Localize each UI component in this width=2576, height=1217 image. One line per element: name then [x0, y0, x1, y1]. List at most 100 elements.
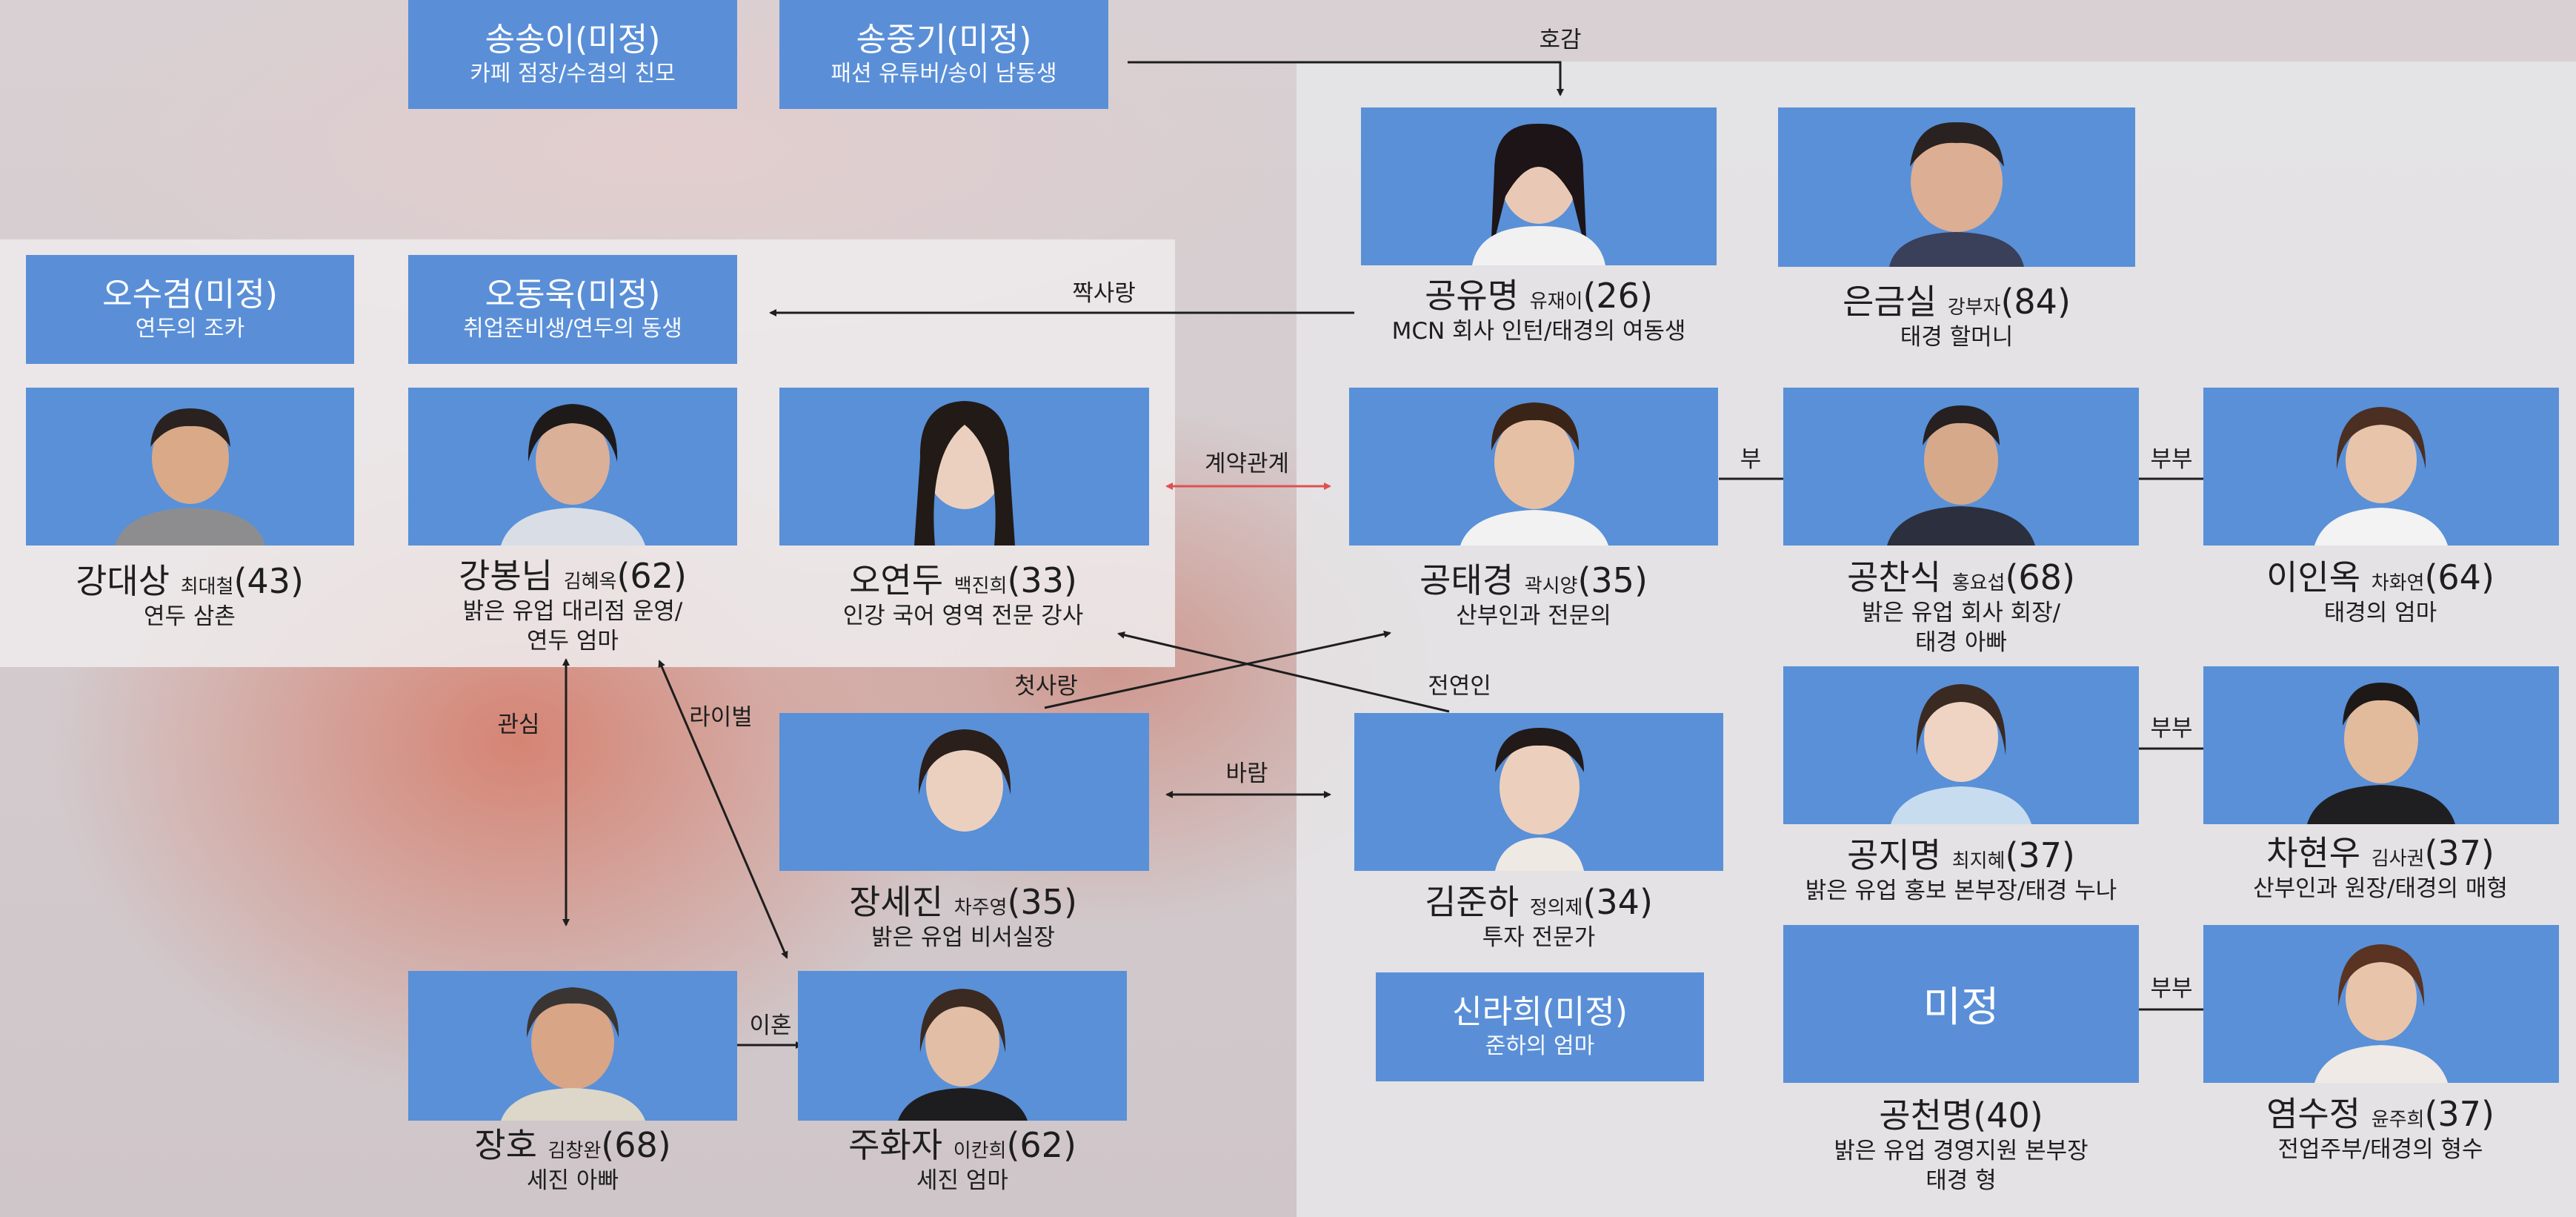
photo-gongtaegyeong: [1349, 388, 1718, 546]
photo-eungeumsil: [1778, 107, 2135, 267]
portrait-icon: [1472, 123, 1605, 265]
tag-name: 신라희(미정): [1452, 993, 1628, 1032]
person-age: (64): [2424, 557, 2495, 597]
actor-name: 최지혜: [1951, 850, 2006, 872]
person-name: 차현우: [2266, 833, 2361, 873]
photo-juhwaja: [798, 971, 1127, 1121]
photo-jangho: [408, 971, 737, 1121]
person-name: 오연두: [849, 560, 944, 600]
tag-desc: 카페 점장/수겸의 친모: [470, 61, 676, 87]
person-age: (35): [1577, 560, 1648, 600]
photo-kangbongnim: [408, 388, 737, 546]
person-name: 주화자: [848, 1125, 943, 1165]
person-desc: 밝은 유업 홍보 본부장/태경 누나: [1805, 878, 2117, 905]
person-name: 강대상: [76, 561, 170, 601]
portrait-icon: [2307, 683, 2455, 824]
actor-name: 차화연: [2371, 572, 2425, 594]
person-age: (35): [1007, 882, 1077, 922]
caption-gongjimyeong: 공지명 최지혜(37) 밝은 유업 홍보 본부장/태경 누나: [1805, 835, 2117, 906]
undecided-photo-label: 미정: [1923, 984, 2000, 1032]
person-desc: 산부인과 원장/태경의 매형: [2253, 875, 2508, 903]
relation-label-raibeol: 라이벌: [689, 704, 753, 731]
person-name: 공유명: [1425, 276, 1520, 316]
person-name: 강봉님: [459, 556, 553, 596]
caption-gongyumyeong: 공유명 유재이(26) MCN 회사 인턴/태경의 여동생: [1392, 276, 1686, 346]
actor-name: 최대철: [180, 576, 234, 598]
actor-name: 김혜옥: [563, 571, 617, 593]
tag-desc: 연두의 조카: [135, 316, 245, 342]
relation-label-hogam: 호감: [1539, 27, 1582, 53]
tag-odongwook: 오동욱(미정) 취업준비생/연두의 동생: [408, 255, 737, 364]
caption-kimjunha: 김준하 정의제(34) 투자 전문가: [1425, 882, 1653, 952]
person-desc-2: 태경 형: [1926, 1167, 1997, 1195]
portrait-icon: [898, 989, 1028, 1121]
person-desc: 연두 삼촌: [144, 603, 236, 631]
person-name: 장세진: [849, 882, 944, 922]
tag-shinrahee: 신라희(미정) 준하의 엄마: [1376, 972, 1704, 1081]
tag-desc: 취업준비생/연두의 동생: [463, 316, 682, 342]
photo-jangsejin: [779, 713, 1149, 871]
caption-gongchansik: 공찬식 홍요섭(68) 밝은 유업 회사 회장/ 태경 아빠: [1847, 557, 2075, 658]
portrait-icon: [914, 401, 1015, 546]
caption-oyeondu: 오연두 백진희(33) 인강 국어 영역 전문 강사: [843, 560, 1084, 631]
person-desc: MCN 회사 인턴/태경의 여동생: [1391, 318, 1686, 345]
person-desc: 밝은 유업 비서실장: [871, 924, 1055, 952]
relation-label-jeonyeonin: 전연인: [1428, 673, 1491, 700]
person-desc-2: 태경 아빠: [1915, 629, 2007, 657]
relation-label-bubu2: 부부: [2150, 715, 2193, 742]
person-name: 공천명: [1879, 1095, 1974, 1135]
actor-name: 홍요섭: [1951, 572, 2006, 594]
photo-kimjunha: [1354, 713, 1723, 871]
photo-gongcheonmyeong: 미정: [1783, 925, 2139, 1083]
person-age: (43): [233, 561, 304, 601]
relation-label-bubu3: 부부: [2150, 975, 2193, 1002]
portrait-icon: [115, 408, 265, 546]
tag-songjung: 송중기(미정) 패션 유튜버/송이 남동생: [779, 0, 1108, 109]
actor-name: 강부자: [1947, 296, 2001, 319]
portrait-icon: [2314, 944, 2448, 1083]
person-desc: 인강 국어 영역 전문 강사: [842, 603, 1084, 630]
relation-label-bubu1: 부부: [2150, 446, 2193, 473]
relation-label-jjaksarang: 짝사랑: [1072, 280, 1136, 307]
person-age: (62): [616, 556, 687, 596]
actor-name: 정의제: [1529, 897, 1583, 919]
person-age: (34): [1582, 882, 1653, 922]
person-name: 염수정: [2266, 1094, 2361, 1134]
person-age: (40): [1973, 1095, 2043, 1135]
tag-name: 송중기(미정): [856, 21, 1032, 59]
caption-chahyunwoo: 차현우 김사권(37) 산부인과 원장/태경의 매형: [2253, 833, 2508, 903]
relation-label-baram: 바람: [1225, 760, 1268, 787]
tag-name: 송송이(미정): [485, 21, 661, 59]
photo-yeomsujeong: [2203, 925, 2559, 1083]
tag-name: 오수겸(미정): [102, 276, 278, 314]
person-name: 공태경: [1420, 560, 1514, 600]
caption-yeomsujeong: 염수정 윤주희(37) 전업주부/태경의 형수: [2266, 1094, 2495, 1164]
person-age: (37): [2005, 835, 2075, 875]
person-desc-2: 연두 엄마: [527, 628, 619, 655]
caption-gongtaegyeong: 공태경 곽시양(35) 산부인과 전문의: [1420, 560, 1648, 631]
relation-label-bu: 부: [1740, 446, 1762, 473]
actor-name: 이칸희: [953, 1140, 1007, 1162]
photo-leeinok: [2203, 388, 2559, 546]
relation-label-gwansim: 관심: [497, 712, 540, 738]
portrait-icon: [501, 987, 645, 1121]
person-desc: 전업주부/태경의 형수: [2277, 1136, 2483, 1164]
person-age: (33): [1007, 560, 1077, 600]
person-desc: 태경의 엄마: [2323, 600, 2437, 627]
photo-chahyunwoo: [2203, 666, 2559, 824]
portrait-icon: [1460, 402, 1608, 546]
caption-kangbongnim: 강봉님 김혜옥(62) 밝은 유업 대리점 운영/ 연두 엄마: [459, 556, 687, 657]
tag-name: 오동욱(미정): [485, 276, 661, 314]
person-desc: 밝은 유업 경영지원 본부장: [1834, 1138, 2089, 1165]
portrait-icon: [1887, 405, 2035, 546]
photo-kangdaesang: [26, 388, 354, 546]
actor-name: 곽시양: [1524, 575, 1578, 597]
actor-name: 김창완: [548, 1140, 602, 1162]
photo-gongyumyeong: [1361, 107, 1717, 265]
actor-name: 유재이: [1529, 291, 1583, 313]
portrait-icon: [918, 729, 1011, 832]
portrait-icon: [1889, 122, 2024, 267]
person-name: 이인옥: [2266, 557, 2361, 597]
person-desc: 태경 할머니: [1900, 324, 2014, 351]
caption-gongcheonmyeong: 공천명(40) 밝은 유업 경영지원 본부장 태경 형: [1834, 1095, 2088, 1196]
